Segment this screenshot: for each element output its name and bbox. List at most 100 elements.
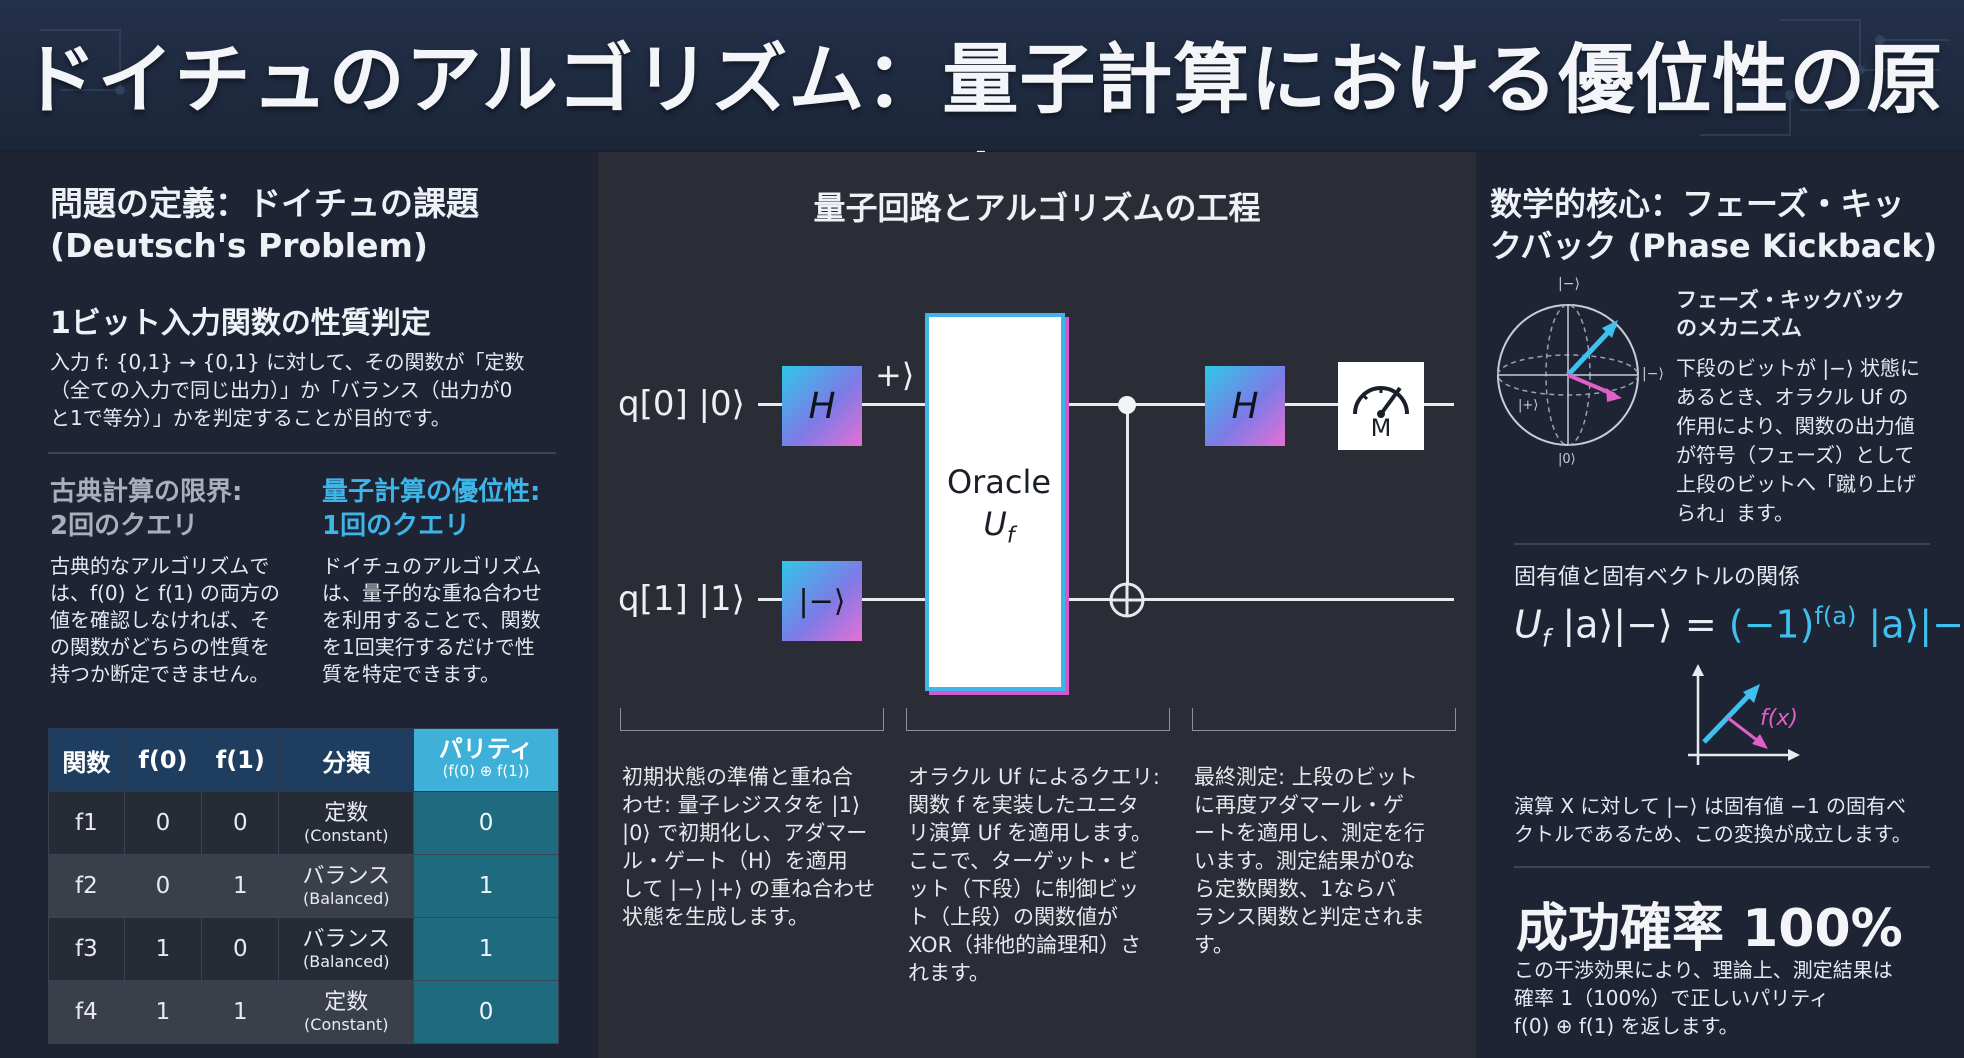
qubit-label-q1: q[1] |1⟩ (618, 579, 745, 619)
measurement-gauge-icon (1353, 386, 1409, 418)
kickback-heading-line2: クバック (Phase Kickback) (1490, 227, 1938, 265)
wire-q0-pre-measure (1285, 403, 1338, 406)
col-header-class: 分類 (278, 728, 415, 792)
cell-f1: 0 (201, 917, 280, 981)
eq-u: U (1514, 602, 1542, 647)
step-bracket-2 (906, 708, 1170, 731)
cell-parity: 1 (413, 854, 559, 918)
step-line: 初期状態の準備と重ね合 (622, 765, 853, 789)
mech-text-line: 作用により、関数の出力値 (1676, 414, 1915, 438)
class-label: 定数 (324, 801, 369, 826)
problem-heading-line2: (Deutsch's Problem) (50, 226, 428, 265)
step-line: ランス関数と判定されま (1194, 905, 1425, 929)
step-1-text: 初期状態の準備と重ね合 わせ: 量子レジスタを |1⟩ |0⟩ で初期化し、アダ… (622, 763, 884, 931)
circuit-pattern-decoration (40, 19, 1950, 136)
bloch-sphere-diagram (1497, 304, 1639, 446)
problem-heading: 問題の定義：ドイチュの課題 (Deutsch's Problem) (50, 183, 479, 267)
minus-state-gate: |−⟩ (782, 561, 862, 641)
parity-header-label: パリティ (438, 735, 534, 763)
mech-text-line: あるとき、オラクル Uf の (1676, 385, 1909, 409)
kickback-heading-line1: 数学的核心：フェーズ・キッ (1490, 185, 1905, 223)
divider (1514, 543, 1930, 545)
col-header-f0: f(0) (123, 728, 203, 792)
divider (48, 452, 556, 454)
step-line: ここで、ターゲット・ビ (908, 849, 1139, 873)
table-header-row: 関数 f(0) f(1) 分類 パリティ (f(0) ⊕ f(1)) (48, 728, 559, 792)
step-line: ット（下段）に制御ビッ (908, 877, 1139, 901)
class-label: バランス (302, 864, 391, 889)
quantum-text-line: ドイチュのアルゴリズム (322, 554, 542, 578)
oracle-label: Oracle (946, 463, 1052, 501)
eigen-note: 演算 X に対して |−⟩ は固有値 −1 の固有べ クトルであるため、この変換… (1514, 792, 1912, 848)
quantum-title-line: 量子計算の優位性: (322, 477, 541, 507)
cell-function: f3 (48, 917, 125, 981)
target-xor-icon (1109, 582, 1145, 618)
wire-q1-in (758, 598, 782, 601)
eq-mid: |a⟩|−⟩ = (1550, 602, 1729, 647)
quantum-text-line: を利用することで、関数 (322, 608, 541, 632)
fx-label: f(x) (1760, 706, 1798, 731)
step-line: ル・ゲート（H）を適用 (622, 849, 848, 873)
success-line: この干渉効果により、理論上、測定結果は (1514, 958, 1893, 982)
eq-coefficient: (−1) (1728, 602, 1815, 647)
parity-header-sub: (f(0) ⊕ f(1)) (442, 762, 530, 780)
step-3-text: 最終測定: 上段のビット に再度アダマール・ゲ ートを適用し、測定を行 います。… (1194, 763, 1456, 959)
header-bar: ドイチュのアルゴリズム：量子計算における優位性の原点 (0, 0, 1964, 234)
eigen-relation-title: 固有値と固有ベクトルの関係 (1514, 565, 1801, 590)
table-row: f2 0 1 バランス(Balanced) 1 (48, 854, 559, 918)
success-text: この干渉効果により、理論上、測定結果は 確率 1（100%）で正しいパリティ f… (1514, 956, 1893, 1040)
phase-kickback-heading: 数学的核心：フェーズ・キッ クバック (Phase Kickback) (1490, 183, 1937, 267)
classical-text-line: の関数がどちらの性質を (50, 635, 270, 659)
step-line: に再度アダマール・ゲ (1194, 793, 1404, 817)
col-header-f1: f(1) (201, 728, 280, 792)
oracle-u: U (983, 505, 1007, 543)
cell-function: f1 (48, 791, 125, 855)
step-line: ートを適用し、測定を行 (1194, 821, 1425, 845)
eig-note-line: 演算 X に対して |−⟩ は固有値 −1 の固有べ (1514, 794, 1907, 818)
class-label-en: (Constant) (304, 1015, 389, 1034)
quantum-advantage-title: 量子計算の優位性: 1回のクエリ (322, 475, 540, 543)
col-header-parity: パリティ (f(0) ⊕ f(1)) (413, 728, 559, 792)
plus-state-label: +⟩ (875, 356, 915, 394)
quantum-text-line: を1回実行するだけで性 (322, 635, 535, 659)
step-line: れます。 (908, 961, 990, 985)
quantum-title-line: 1回のクエリ (322, 511, 471, 541)
success-line: f(0) ⊕ f(1) を返します。 (1514, 1014, 1739, 1038)
step-line: ら定数関数、1ならバ (1194, 877, 1397, 901)
cell-parity: 0 (413, 980, 559, 1044)
hadamard-gate-final: H (1205, 366, 1285, 446)
wire-q0-mid (862, 403, 925, 406)
problem-subheading: 1ビット入力関数の性質判定 (50, 306, 431, 341)
cell-f0: 0 (123, 854, 203, 918)
classical-title-line: 2回のクエリ (50, 511, 199, 541)
classical-text-line: 持つか断定できません。 (50, 662, 270, 686)
table-row: f3 1 0 バランス(Balanced) 1 (48, 917, 559, 981)
class-label-en: (Balanced) (303, 889, 390, 908)
eq-exponent: f(a) (1814, 602, 1857, 630)
class-label: バランス (302, 927, 391, 952)
meter-label: M (1370, 414, 1392, 442)
class-label: 定数 (324, 990, 369, 1015)
cell-class: 定数(Constant) (278, 980, 415, 1044)
quantum-text: ドイチュのアルゴリズム は、量子的な重ね合わせ を利用することで、関数 を1回実… (322, 553, 542, 688)
step-line: います。測定結果が0な (1194, 849, 1416, 873)
wire-q1-out (1065, 598, 1454, 601)
table-row: f4 1 1 定数(Constant) 0 (48, 980, 559, 1044)
cell-f0: 0 (123, 791, 203, 855)
col-header-function: 関数 (48, 728, 125, 792)
cell-f1: 1 (201, 854, 280, 918)
classical-text-line: 値を確認しなければ、そ (50, 608, 270, 632)
quantum-text-line: 質を特定できます。 (322, 662, 500, 686)
control-dot (1118, 396, 1136, 414)
step-line: XOR（排他的論理和）さ (908, 933, 1142, 957)
classical-limit-title: 古典計算の限界: 2回のクエリ (50, 475, 242, 543)
eig-note-line: クトルであるため、この変換が成立します。 (1514, 822, 1912, 846)
step-line: して |−⟩ |+⟩ の重ね合わせ (622, 877, 876, 901)
eigenvector-flip-diagram (1688, 664, 1800, 765)
step-line: |0⟩ で初期化し、アダマー (622, 821, 868, 845)
circuit-heading: 量子回路とアルゴリズムの工程 (813, 189, 1261, 227)
oracle-symbol: Uf (929, 505, 1069, 548)
step-line: わせ: 量子レジスタを |1⟩ (622, 793, 861, 817)
problem-intro: 入力 f: {0,1} → {0,1} に対して、その関数が「定数 （全ての入力… (50, 348, 525, 432)
bloch-bottom-label: |0⟩ (1558, 452, 1576, 467)
